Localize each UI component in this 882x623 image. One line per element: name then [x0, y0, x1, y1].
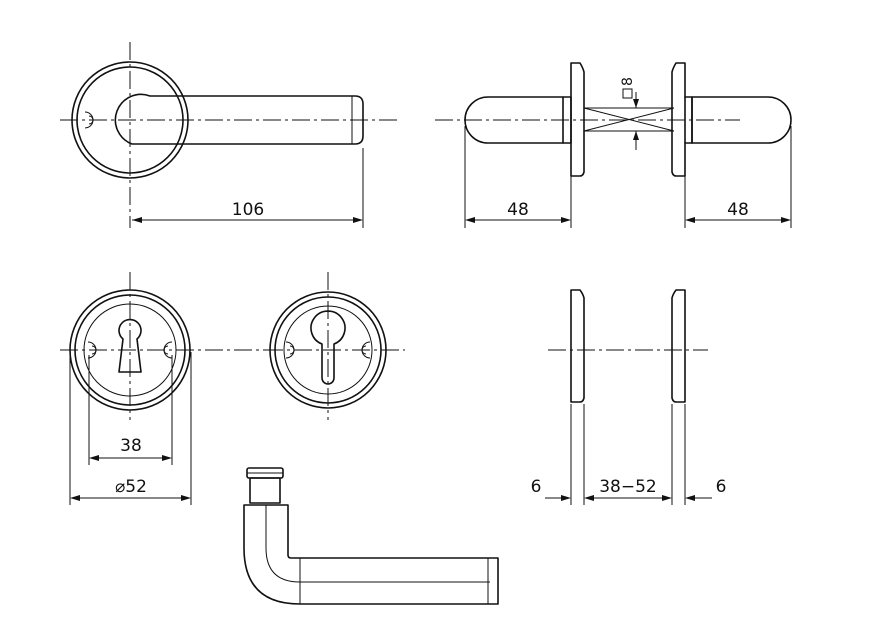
- rose-right-profile: [671, 62, 686, 177]
- profile-cylinder-cutout: [310, 310, 346, 385]
- dim-knob-right: 48: [727, 200, 749, 220]
- dim-rose-diameter: ⌀52: [115, 477, 147, 497]
- roses-side-view: 6 38−52 6: [531, 289, 727, 505]
- knob-side-view: 8 48 48: [435, 62, 792, 228]
- cylinder-escutcheon-view: [265, 272, 405, 420]
- dim-door-thickness: 38−52: [599, 477, 657, 497]
- cylinder-rose-outer: [269, 291, 387, 409]
- dim-hole-spacing: 38: [120, 436, 142, 456]
- key-escutcheon-view: 38 ⌀52: [60, 272, 265, 505]
- rose-left-profile: [570, 62, 585, 177]
- key-rose-outer: [69, 289, 191, 411]
- lever-body: [243, 504, 499, 605]
- dim-spindle: 8: [620, 77, 636, 86]
- knob-left: [464, 96, 564, 144]
- dim-lever-length: 106: [232, 200, 264, 220]
- lever-neck: [249, 477, 281, 504]
- lever-top-view: [243, 467, 499, 605]
- knob-right: [691, 96, 792, 144]
- lever-arm: [114, 93, 364, 145]
- lever-front-view: 106: [60, 42, 400, 228]
- dim-knob-left: 48: [507, 200, 529, 220]
- dim-rose-thickness-right: 6: [716, 477, 727, 497]
- keyhole: [118, 318, 142, 373]
- square-symbol: [622, 88, 633, 99]
- dim-rose-thickness-left: 6: [531, 477, 542, 497]
- rose-right-side: [671, 289, 686, 403]
- rose-left-side: [570, 289, 585, 403]
